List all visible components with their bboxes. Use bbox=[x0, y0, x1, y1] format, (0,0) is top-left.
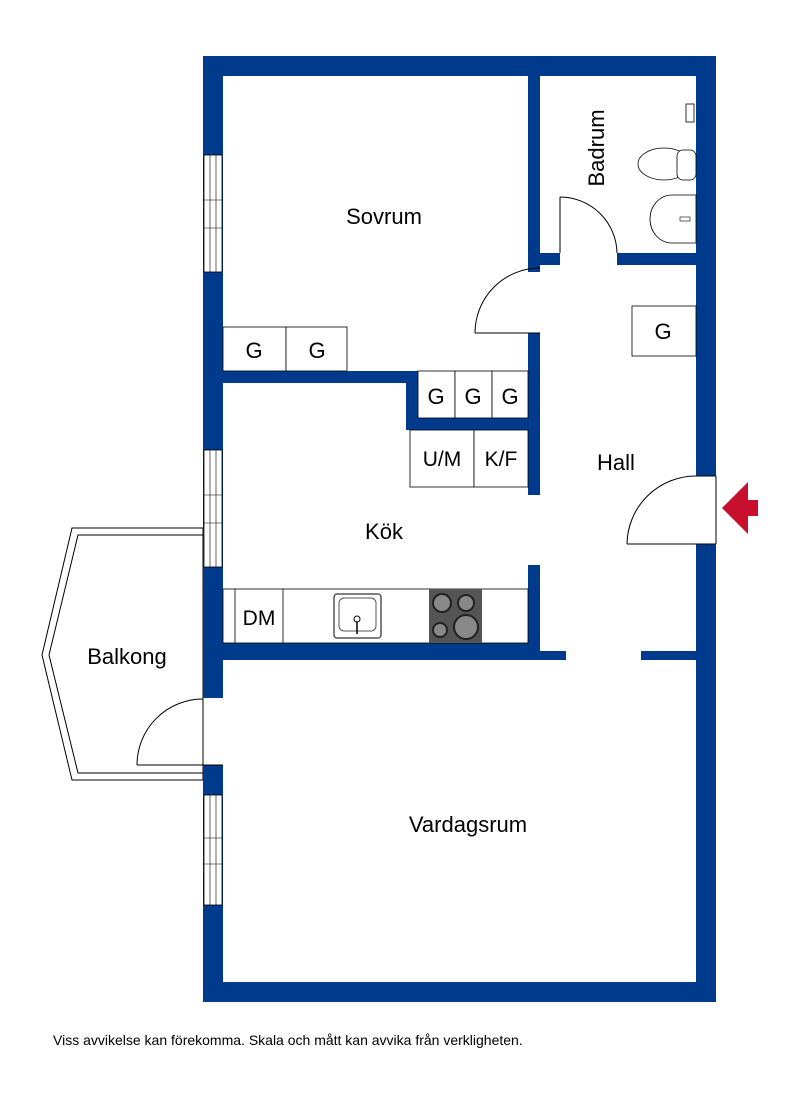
fridge-freezer-unit: K/F bbox=[473, 429, 529, 488]
toilet-icon bbox=[637, 147, 697, 181]
room-label-hall: Hall bbox=[597, 450, 635, 475]
outer-walls bbox=[203, 56, 716, 1002]
interior-walls bbox=[223, 76, 696, 660]
room-label-balkong: Balkong bbox=[87, 644, 167, 669]
wardrobe-label: G bbox=[427, 384, 444, 409]
room-label-sovrum: Sovrum bbox=[346, 204, 422, 229]
kitchen-sink-icon bbox=[333, 593, 382, 639]
disclaimer-footnote: Viss avvikelse kan förekomma. Skala och … bbox=[53, 1032, 523, 1048]
door-entrance[interactable] bbox=[626, 475, 717, 545]
door-sovrum[interactable] bbox=[474, 267, 541, 334]
fridge-freezer-label: K/F bbox=[485, 448, 518, 471]
wardrobe: G bbox=[631, 305, 697, 357]
room-label-badrum: Badrum bbox=[584, 109, 609, 186]
entrance-arrow-icon bbox=[722, 482, 758, 534]
window bbox=[203, 449, 223, 568]
wardrobe-label: G bbox=[308, 338, 325, 363]
wardrobe: G bbox=[491, 370, 529, 419]
dishwasher-label: DM bbox=[243, 607, 276, 630]
faucet-icon bbox=[685, 103, 695, 123]
wardrobe-label: G bbox=[464, 384, 481, 409]
door-badrum[interactable] bbox=[559, 196, 618, 254]
wardrobe: G bbox=[454, 370, 493, 419]
window bbox=[203, 794, 223, 906]
stove-icon bbox=[429, 589, 482, 643]
microwave-unit: U/M bbox=[409, 429, 475, 488]
wardrobe-label: G bbox=[654, 319, 671, 344]
sink-icon bbox=[649, 194, 697, 244]
wardrobe: G bbox=[285, 326, 348, 372]
wardrobe-label: G bbox=[501, 384, 518, 409]
room-label-vardagsrum: Vardagsrum bbox=[409, 812, 527, 837]
wardrobe: G bbox=[417, 370, 456, 419]
wardrobe: G bbox=[222, 326, 287, 372]
door-balkong[interactable] bbox=[136, 698, 223, 766]
microwave-label: U/M bbox=[423, 448, 462, 471]
room-label-kok: Kök bbox=[365, 519, 404, 544]
window bbox=[203, 154, 223, 273]
wardrobe-label: G bbox=[245, 338, 262, 363]
